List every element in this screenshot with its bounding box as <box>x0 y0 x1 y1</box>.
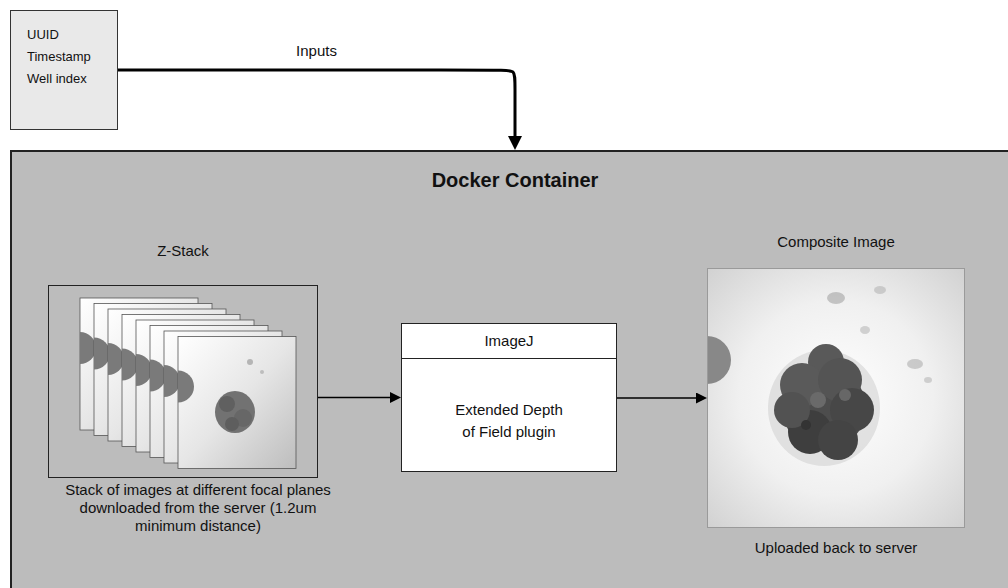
organoid-blurred <box>215 359 264 433</box>
tool-name: ImageJ <box>402 324 616 359</box>
debris-blob <box>924 377 932 383</box>
input-box: UUID Timestamp Well index <box>10 10 118 130</box>
stack-slice <box>178 337 296 469</box>
frame-heading: Composite Image <box>777 233 895 251</box>
container-ground <box>10 150 1008 588</box>
frame-caption: Uploaded back to server <box>707 539 965 557</box>
organoid-spot <box>810 392 826 408</box>
edge-label: Inputs <box>296 42 337 60</box>
frame-heading: Z-Stack <box>157 242 209 260</box>
flow-arrow <box>118 70 515 143</box>
flow-arrow <box>617 397 702 399</box>
organoid-spot <box>801 420 811 430</box>
debris-dot <box>247 359 253 365</box>
imagej-box: ImageJ Extended Depth of Field plugin <box>401 323 617 472</box>
plugin-name: Extended Depth of Field plugin <box>451 399 567 443</box>
debris-blob <box>907 359 923 369</box>
composite-ground <box>707 268 965 528</box>
organoid-lobe <box>818 420 858 460</box>
well-edge <box>707 336 731 384</box>
docker-container: Docker ContainerZ-StackStack of images a… <box>10 150 1008 588</box>
organoid-lobe <box>225 417 239 431</box>
organoid-spot <box>839 389 851 401</box>
z-stack-illustration <box>80 298 296 469</box>
debris-blob <box>874 286 886 294</box>
organoid-halo <box>768 350 880 466</box>
container-title: Docker Container <box>12 169 1008 192</box>
flow-arrow <box>318 397 396 399</box>
slice-image <box>178 337 296 469</box>
organoid-body <box>215 391 255 433</box>
well-edge <box>178 371 194 403</box>
debris-blob <box>827 292 845 304</box>
organoid-lobe <box>219 396 235 412</box>
organoid-sharp <box>774 344 874 460</box>
composite-image-frame: Composite ImageUploaded back to server <box>707 268 965 528</box>
debris-blob <box>860 326 870 334</box>
z-stack-frame: Z-StackStack of images at different foca… <box>48 285 318 478</box>
input-list: UUID Timestamp Well index <box>27 24 111 90</box>
debris-dot <box>260 370 264 374</box>
frame-caption: Stack of images at different focal plane… <box>63 481 333 535</box>
composite-illustration <box>707 268 965 528</box>
